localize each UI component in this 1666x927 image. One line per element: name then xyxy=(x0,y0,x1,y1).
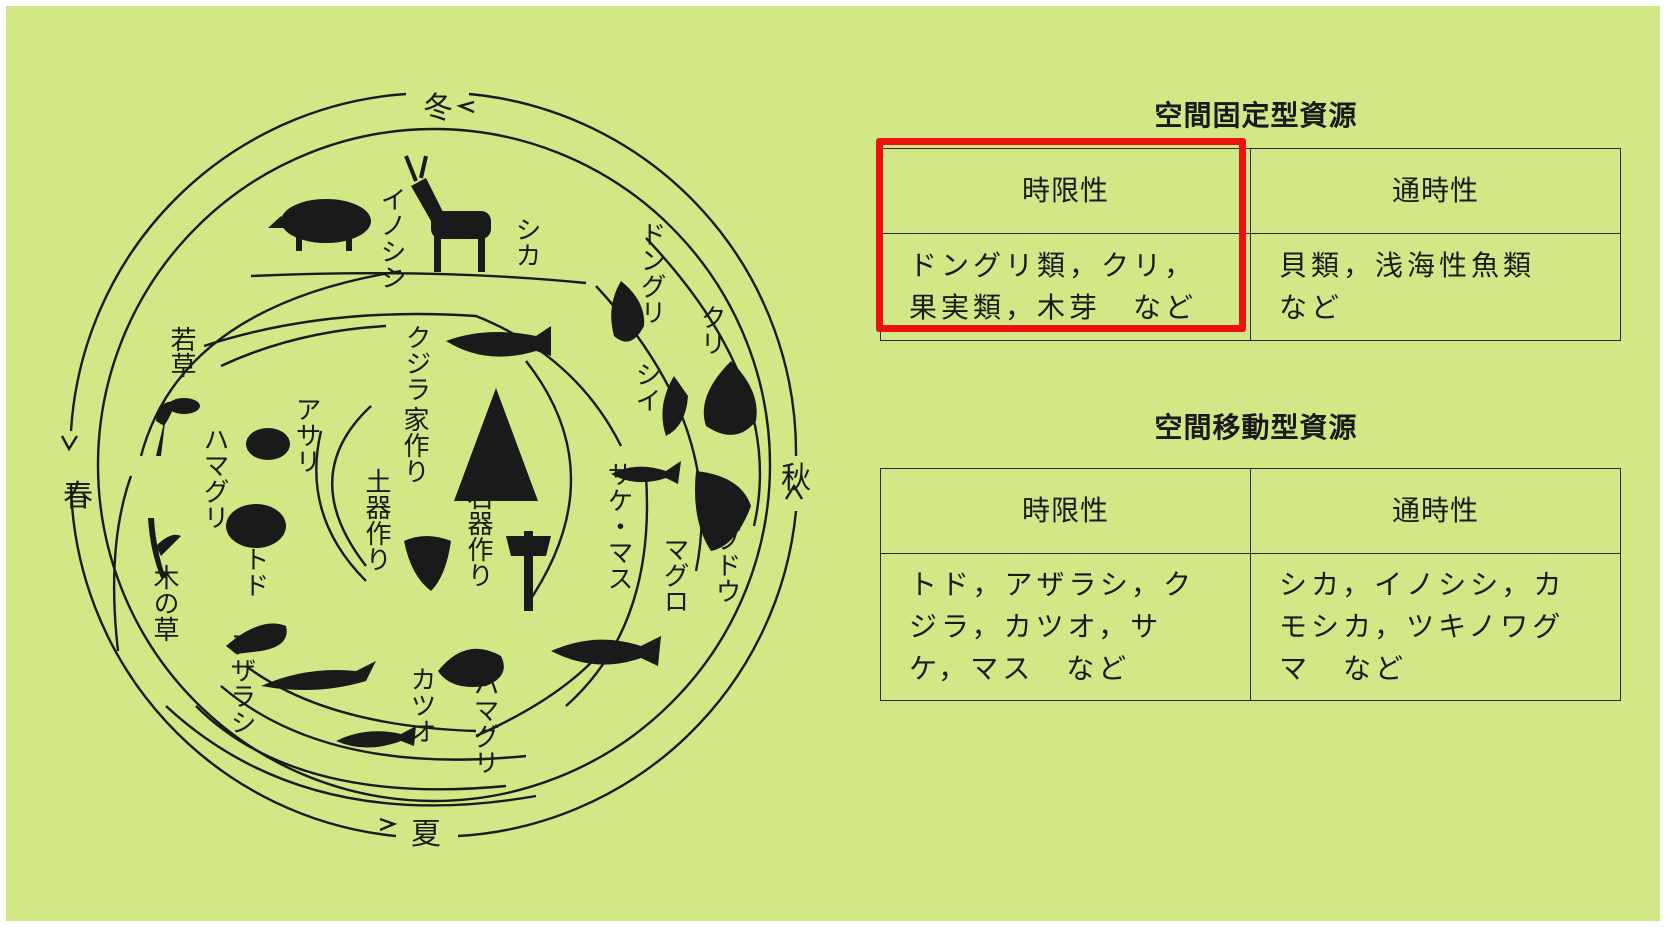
arrow-autumn xyxy=(784,483,804,500)
season-autumn: 秋 xyxy=(781,461,811,496)
mobile-table-title: 空間移動型資源 xyxy=(1154,411,1358,444)
table-row: 時限性 通時性 xyxy=(880,148,1621,234)
mobile-resource-table: 時限性 通時性 トド，アザラシ，クジラ，カツオ，サケ，マス など シカ，イノシシ… xyxy=(880,468,1621,701)
label-hamaguri-bottom: ハマグリ xyxy=(469,671,499,775)
arc-bottom-outer xyxy=(165,705,537,807)
label-asari: アサリ xyxy=(291,396,321,474)
pit-dwelling-icon xyxy=(454,388,538,501)
label-budou: ブドウ xyxy=(711,526,741,604)
deer-icon xyxy=(404,155,491,272)
fixed-table-title: 空間固定型資源 xyxy=(1154,99,1358,132)
label-maguro: マグロ xyxy=(659,536,689,614)
table-row: ドングリ類，クリ，果実類，木芽 など 貝類，浅海性魚類 など xyxy=(880,233,1621,341)
bonito-icon xyxy=(336,726,416,748)
arc-land-animals xyxy=(250,272,587,285)
fixed-resource-table: 時限性 通時性 ドングリ類，クリ，果実類，木芽 など 貝類，浅海性魚類 など xyxy=(880,148,1621,341)
outer-ring-autumn-summer xyxy=(457,510,798,838)
arc-tuna xyxy=(565,475,649,707)
shii-nut-icon xyxy=(662,376,688,436)
boar-icon xyxy=(268,199,371,251)
label-azarashi: アザラシ xyxy=(226,631,256,735)
label-sake-masu: サケ・マス xyxy=(603,461,633,591)
outer-ring-winter-autumn xyxy=(468,92,798,457)
arc-whale xyxy=(203,312,623,447)
mobile-col1-body: トド，アザラシ，クジラ，カツオ，サケ，マス など xyxy=(880,553,1251,701)
seal-icon xyxy=(261,661,376,690)
arc-summer-inner xyxy=(195,705,507,791)
arrow-spring xyxy=(60,435,79,452)
table-row: トド，アザラシ，クジラ，カツオ，サケ，マス など シカ，イノシシ，カモシカ，ツキ… xyxy=(880,553,1621,701)
stone-axe-icon xyxy=(506,531,551,611)
pottery-icon xyxy=(404,536,451,591)
season-summer: 夏 xyxy=(411,817,441,852)
table-row: 時限性 通時性 xyxy=(880,468,1621,554)
arc-salmon xyxy=(525,360,573,607)
whale-icon xyxy=(446,326,551,357)
figure-page: 冬 秋 夏 春 イノシシ シカ ドングリ クリ シイ ブドウ マグロ サケ・マス… xyxy=(6,6,1660,921)
label-konokusa: 木の草 xyxy=(149,564,179,642)
mobile-col2-header: 通時性 xyxy=(1250,468,1621,554)
mobile-col1-header: 時限性 xyxy=(880,468,1251,554)
tuna-icon xyxy=(551,636,661,666)
highlight-box xyxy=(876,138,1246,332)
arc-spring-greens xyxy=(112,475,133,652)
fixed-col2-header: 通時性 xyxy=(1250,148,1621,234)
outer-ring-spring-winter xyxy=(69,92,407,432)
label-doki-zukuri: 土器作り xyxy=(361,468,391,572)
arc-shellfish xyxy=(220,324,387,368)
label-kujira: クジラ xyxy=(401,324,431,402)
inner-ring xyxy=(96,127,772,803)
mobile-col2-body: シカ，イノシシ，カモシカ，ツキノワグマ など xyxy=(1250,553,1621,701)
season-spring: 春 xyxy=(63,479,93,514)
label-wakakusa: 若草 xyxy=(166,326,196,378)
chestnut-icon xyxy=(703,361,757,435)
sea-lion-icon xyxy=(226,623,287,654)
arc-summer-mid xyxy=(220,685,527,761)
label-inoshishi: イノシシ xyxy=(376,186,406,290)
salmon-icon xyxy=(611,461,681,484)
label-sekki-zukuri: 石器作り xyxy=(463,484,493,588)
arrow-winter xyxy=(456,100,475,114)
label-shika: シカ xyxy=(511,216,541,268)
jomon-seasonal-calendar: 冬 秋 夏 春 イノシシ シカ ドングリ クリ シイ ブドウ マグロ サケ・マス… xyxy=(60,91,811,852)
fixed-col2-body: 貝類，浅海性魚類 など xyxy=(1250,233,1621,341)
label-katsuo: カツオ xyxy=(406,666,436,744)
label-shii: シイ xyxy=(631,361,661,413)
shell-icon xyxy=(438,648,504,687)
arc-house-building xyxy=(331,405,372,567)
label-donguri: ドングリ xyxy=(636,221,666,325)
grape-icon xyxy=(695,471,751,551)
label-hamaguri-left: ハマグリ xyxy=(199,426,229,530)
arc-pottery xyxy=(315,430,367,582)
outer-ring-summer-spring xyxy=(69,483,397,838)
label-todo: トド xyxy=(239,546,269,598)
arc-seal xyxy=(245,665,477,733)
sprout-icon xyxy=(156,398,200,456)
season-winter: 冬 xyxy=(423,91,453,126)
label-kuri: クリ xyxy=(696,304,726,356)
label-ie-zukuri: 家作り xyxy=(399,406,429,484)
plant-icon xyxy=(148,518,181,578)
clam-icon xyxy=(246,428,290,460)
hamaguri-icon xyxy=(226,504,286,548)
acorn-icon xyxy=(611,281,645,342)
arc-wakakusa xyxy=(139,269,402,457)
fixed-col1-header: 時限性 xyxy=(880,148,1251,234)
arrow-summer xyxy=(379,817,398,832)
